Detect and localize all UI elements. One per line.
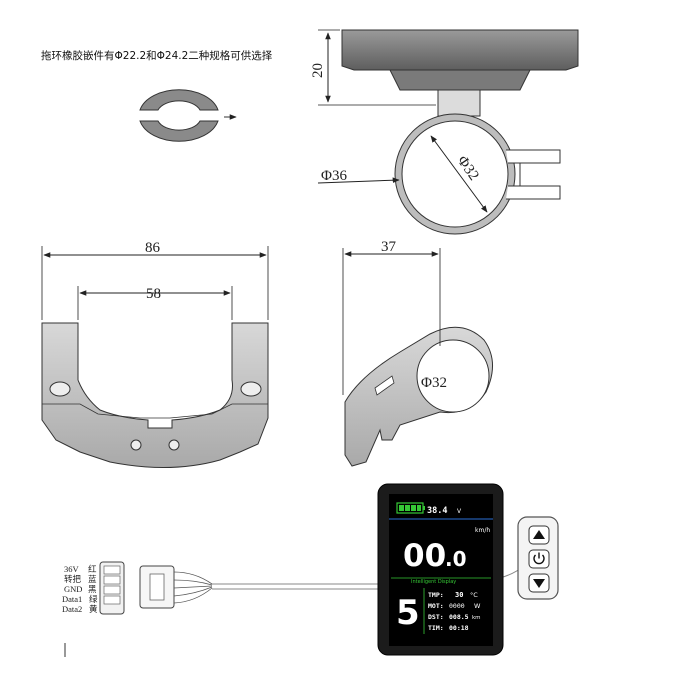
speed-value: 00 (403, 538, 446, 574)
arrow-up-icon (533, 530, 545, 539)
ring-spec-note: 拖环橡胶嵌件有Φ22.2和Φ24.2二种规格可供选择 (41, 49, 273, 62)
mot-unit: W (474, 602, 481, 610)
arrow-down-icon (533, 579, 545, 588)
dim-width-58: 58 (146, 286, 161, 302)
display-unit: 38.4 V km/h 00 .0 Intelligent Display 5 … (377, 483, 504, 656)
battery-voltage: 38.4 (427, 506, 447, 516)
tim-label: TIM: (428, 624, 444, 632)
speed-unit: km/h (475, 527, 490, 534)
bracket-front-view: 86 58 (41, 240, 269, 469)
bracket-side-view: 37 Φ32 (342, 239, 493, 467)
power-icon (533, 552, 545, 565)
mot-value: 0000 (449, 602, 465, 610)
wire-color-1: 红 (88, 564, 97, 575)
tmp-unit: °C (470, 591, 478, 599)
rubber-ring-insert (139, 89, 237, 142)
mot-label: MOT: (428, 602, 444, 610)
dim-width-37: 37 (381, 239, 397, 255)
battery-icon (396, 502, 425, 514)
wire-color-2: 蓝 (88, 574, 97, 585)
speed-decimal: .0 (445, 547, 467, 571)
battery-unit: V (457, 508, 462, 515)
wire-color-3: 黑 (88, 585, 97, 595)
dst-value: 008.5 (449, 613, 469, 621)
wiring-connector: 36V 红 转把 蓝 GND 黑 Data1 绿 Data2 黄 (62, 561, 525, 615)
mount-side-view: 20 Φ36 Φ32 (310, 29, 579, 235)
dim-dia-32-side: Φ32 (421, 375, 447, 391)
wire-label-3: GND (64, 584, 82, 594)
wire-label-1: 36V (64, 564, 80, 574)
button-pad (517, 516, 559, 600)
wire-color-5: 黄 (89, 604, 98, 615)
down-button[interactable] (528, 573, 550, 593)
tmp-label: TMP: (428, 591, 444, 599)
wire-color-4: 绿 (89, 594, 98, 605)
tmp-value: 30 (455, 591, 463, 599)
wire-label-2: 转把 (64, 574, 82, 585)
tim-value: 00:18 (449, 624, 469, 632)
dim-dia-36: Φ36 (321, 168, 347, 184)
power-button[interactable] (528, 549, 550, 569)
wire-label-4: Data1 (62, 594, 82, 604)
dim-width-86: 86 (145, 240, 161, 256)
assist-level: 5 (396, 593, 420, 633)
dim-height-20: 20 (310, 63, 326, 78)
up-button[interactable] (528, 525, 550, 545)
dst-label: DST: (428, 613, 444, 621)
dst-unit: km (472, 615, 481, 621)
display-brand: Intelligent Display (411, 579, 456, 585)
wire-label-5: Data2 (62, 604, 82, 614)
